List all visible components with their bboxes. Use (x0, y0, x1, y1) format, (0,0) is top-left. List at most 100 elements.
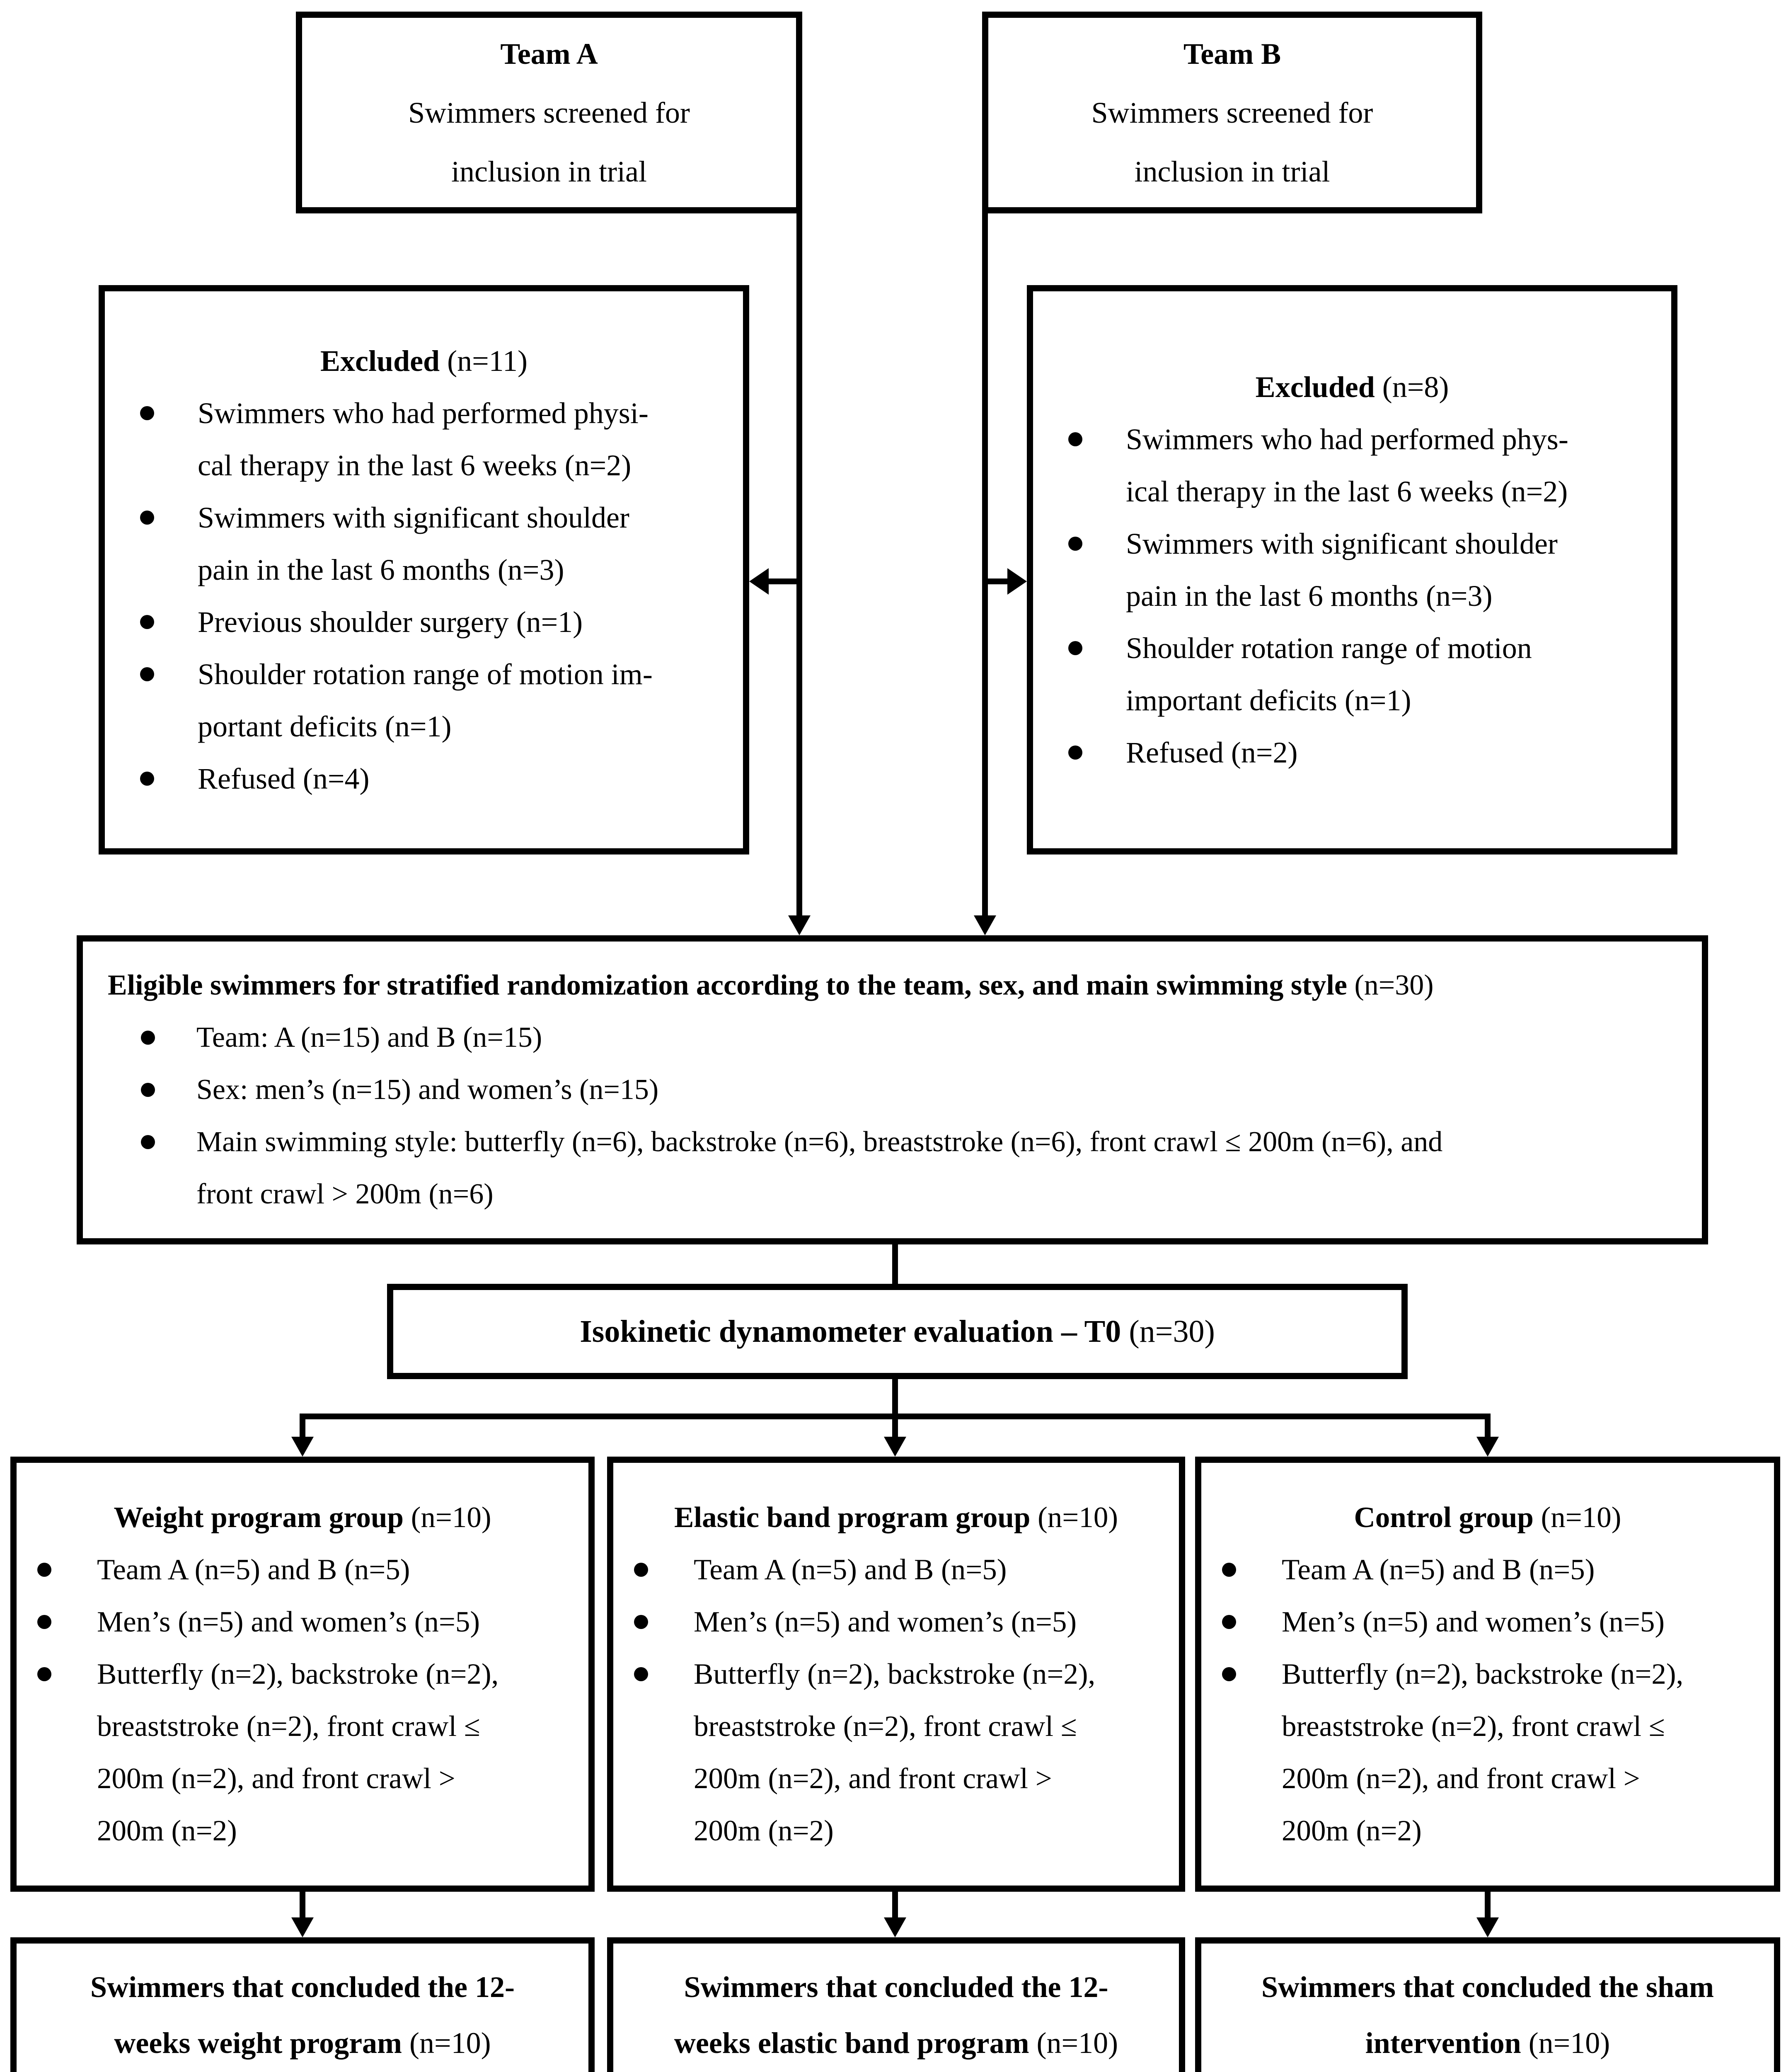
bullet-text: Team A (n=5) and B (n=5) (694, 1554, 1007, 1586)
box-team-b-screened: Team B Swimmers screened for inclusion i… (982, 12, 1482, 213)
bullet-text: Shoulder rotation range of motion import… (1126, 632, 1532, 717)
list-item: Butterfly (n=2), backstroke (n=2), breas… (17, 1648, 588, 1857)
box-title: Team B (988, 24, 1476, 83)
group-title-bold: Weight program group (114, 1501, 404, 1534)
bullet-dot (1068, 432, 1082, 446)
box-elastic-band-program-group: Elastic band program group (n=10) Team A… (607, 1457, 1185, 1892)
bullet-text: Butterfly (n=2), backstroke (n=2), breas… (97, 1658, 499, 1847)
bullet-text: Team A (n=5) and B (n=5) (1282, 1554, 1595, 1586)
bullet-dot (37, 1615, 51, 1629)
t0-label-count: (n=30) (1121, 1314, 1215, 1349)
bullet-dot (1222, 1667, 1236, 1681)
arrowhead-right (1007, 568, 1027, 595)
box-team-a-screened: Team A Swimmers screened for inclusion i… (296, 12, 802, 213)
bullet-text: Swimmers who had performed phys- ical th… (1126, 423, 1568, 508)
bullet-dot (1068, 641, 1082, 655)
t0-label-bold: Isokinetic dynamometer evaluation – T0 (580, 1314, 1121, 1349)
excluded-title: Excluded (n=8) (1033, 361, 1671, 413)
concluded-label-bold: Swimmers that concluded the sham interve… (1261, 1970, 1714, 2060)
bullet-dot (140, 615, 154, 629)
bullet-dot (37, 1667, 51, 1681)
connector-elastic-to-concluded (892, 1892, 898, 1919)
connector-t0-to-branch (892, 1379, 898, 1419)
team-b-body: Swimmers screened for inclusion in trial (1091, 96, 1373, 188)
bullet-text: Swimmers with significant shoulder pain … (198, 501, 629, 586)
concluded-label-count: (n=10) (1521, 2026, 1610, 2060)
box-title: Team A (302, 24, 796, 83)
bullet-dot (1222, 1563, 1236, 1577)
arrowhead-left (749, 568, 769, 595)
bullet-dot (1222, 1615, 1236, 1629)
concluded-label: Swimmers that concluded the sham interve… (1201, 1959, 1774, 2071)
list-item: Team A (n=5) and B (n=5) (613, 1544, 1179, 1596)
group-title-count: (n=10) (403, 1501, 491, 1534)
bullet-text: Swimmers with significant shoulder pain … (1126, 527, 1558, 612)
list-item: Refused (n=2) (1033, 726, 1671, 779)
connector-to-excluded-left (769, 579, 802, 584)
bullet-text: Men’s (n=5) and women’s (n=5) (694, 1606, 1077, 1638)
bullet-dot (634, 1563, 648, 1577)
bullet-dot (141, 1135, 155, 1149)
list-item: Men’s (n=5) and women’s (n=5) (17, 1596, 588, 1648)
bullet-text: Refused (n=2) (1126, 736, 1298, 769)
bullet-text: Refused (n=4) (198, 762, 370, 795)
excluded-title-bold: Excluded (1255, 370, 1375, 404)
arrowhead-down (1476, 1437, 1499, 1457)
list-item: Swimmers who had performed physi- cal th… (105, 387, 743, 491)
list-item: Team: A (n=15) and B (n=15) (108, 1012, 1677, 1064)
team-a-title: Team A (500, 37, 598, 70)
eligible-title: Eligible swimmers for stratified randomi… (108, 959, 1677, 1012)
concluded-label: Swimmers that concluded the 12- weeks we… (17, 1959, 588, 2071)
list-item: Swimmers who had performed phys- ical th… (1033, 413, 1671, 518)
group-title-bold: Control group (1354, 1501, 1534, 1534)
connector-control-to-concluded (1485, 1892, 1491, 1919)
bullet-text: Previous shoulder surgery (n=1) (198, 605, 583, 639)
connector-branch-to-weight-group (300, 1414, 305, 1438)
group-title: Control group (n=10) (1201, 1491, 1774, 1544)
bullet-text: Butterfly (n=2), backstroke (n=2), breas… (694, 1658, 1096, 1847)
arrowhead-down (291, 1917, 314, 1937)
list-item: Team A (n=5) and B (n=5) (17, 1544, 588, 1596)
bullet-text: Sex: men’s (n=15) and women’s (n=15) (196, 1074, 659, 1106)
list-item: Butterfly (n=2), backstroke (n=2), breas… (613, 1648, 1179, 1857)
list-item: Team A (n=5) and B (n=5) (1201, 1544, 1774, 1596)
box-excluded-team-a: Excluded (n=11) Swimmers who had perform… (99, 285, 749, 854)
bullet-dot (1068, 746, 1082, 760)
arrowhead-down (974, 915, 996, 935)
bullet-dot (634, 1615, 648, 1629)
list-item: Shoulder rotation range of motion import… (1033, 622, 1671, 726)
list-item: Men’s (n=5) and women’s (n=5) (1201, 1596, 1774, 1648)
group-title-count: (n=10) (1030, 1501, 1118, 1534)
list-item: Men’s (n=5) and women’s (n=5) (613, 1596, 1179, 1648)
bullet-text: Main swimming style: butterfly (n=6), ba… (196, 1126, 1443, 1210)
list-item: Swimmers with significant shoulder pain … (1033, 518, 1671, 622)
bullet-dot (141, 1083, 155, 1097)
bullet-text: Butterfly (n=2), backstroke (n=2), breas… (1282, 1658, 1684, 1847)
bullet-text: Swimmers who had performed physi- cal th… (198, 397, 649, 482)
box-eligible-randomization: Eligible swimmers for stratified randomi… (77, 935, 1708, 1244)
bullet-text: Men’s (n=5) and women’s (n=5) (1282, 1606, 1665, 1638)
connector-branch-to-elastic-group (892, 1414, 898, 1438)
eligible-title-count: (n=30) (1347, 969, 1434, 1001)
bullet-dot (37, 1563, 51, 1577)
excluded-title: Excluded (n=11) (105, 335, 743, 387)
arrowhead-down (291, 1437, 314, 1457)
box-concluded-weight-program: Swimmers that concluded the 12- weeks we… (10, 1937, 595, 2072)
connector-to-excluded-right (982, 579, 1007, 584)
box-t0-evaluation: Isokinetic dynamometer evaluation – T0 (… (387, 1284, 1408, 1379)
excluded-title-bold: Excluded (320, 344, 440, 378)
concluded-label-count: (n=10) (1029, 2026, 1118, 2060)
bullet-text: Team A (n=5) and B (n=5) (97, 1554, 410, 1586)
box-weight-program-group: Weight program group (n=10) Team A (n=5)… (10, 1457, 595, 1892)
arrowhead-down (1476, 1917, 1499, 1937)
list-item: Butterfly (n=2), backstroke (n=2), breas… (1201, 1648, 1774, 1857)
bullet-text: Team: A (n=15) and B (n=15) (196, 1021, 542, 1053)
list-item: Swimmers with significant shoulder pain … (105, 491, 743, 596)
connector-team-a-to-eligible (796, 213, 802, 917)
box-concluded-sham-intervention: Swimmers that concluded the sham interve… (1195, 1937, 1780, 2072)
box-excluded-team-b: Excluded (n=8) Swimmers who had performe… (1027, 285, 1677, 854)
eligible-title-bold: Eligible swimmers for stratified randomi… (108, 969, 1347, 1001)
list-item: Main swimming style: butterfly (n=6), ba… (108, 1116, 1677, 1220)
bullet-text: Shoulder rotation range of motion im- po… (198, 658, 653, 743)
